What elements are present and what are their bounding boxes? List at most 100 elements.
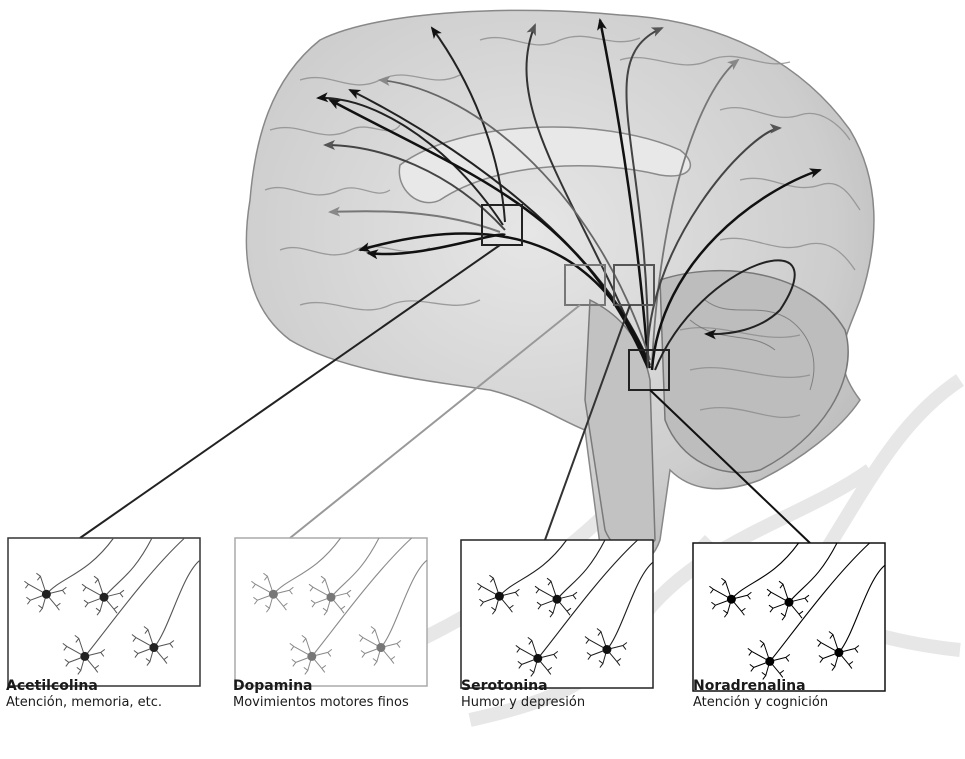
neuron-cell-body [41,589,51,599]
neurotransmitter-function: Movimientos motores finos [233,695,409,710]
axon-fiber [606,561,654,650]
dendrite [46,593,61,611]
dendrite [536,598,558,610]
dendrite [479,595,500,607]
dendrite [537,651,559,659]
dendrite [721,577,732,600]
dendrite [310,596,332,608]
neuron-cell-body [494,591,504,601]
brain-illustration [245,9,875,566]
axon-fiber [380,559,428,648]
dendrite [768,601,790,613]
dendrite [761,661,771,680]
dendrite [769,654,791,662]
panel-dopamine [234,537,428,687]
dendrite [301,635,313,657]
dendrite [74,635,86,657]
nucleus-box-locus-coeruleus [628,349,670,391]
dendrite [606,642,628,651]
dendrite [103,596,119,614]
dendrite [816,639,840,653]
dendrite [133,647,155,658]
dendrite [380,647,396,664]
neuron-cell-body [268,589,278,599]
dendrite [548,599,558,618]
axon-fiber [537,539,639,659]
neuron-cell-body [726,594,736,604]
neurotransmitter-function: Atención y cognición [693,695,829,710]
dendrite [769,661,785,678]
dendrite [311,649,333,657]
axon-fiber [556,539,606,600]
dendrite [360,647,382,658]
dendrite [273,593,288,611]
axon-fiber [788,542,838,603]
dendrite [26,593,47,605]
dendrite [330,589,352,598]
neurotransmitter-name: Acetilcolina [6,678,98,694]
dendrite [529,658,539,677]
caption-acetylcholine: Acetilcolina Atención, memoria, etc. [6,678,216,711]
dendrite [596,628,608,650]
dendrite [308,583,332,598]
caption-noradrenaline: Noradrenalina Atención y cognición [693,678,903,711]
neuron-cell-body [326,592,336,602]
neuron-cell-body [765,656,775,666]
neurotransmitter-name: Noradrenalina [693,678,806,694]
dendrite [330,596,346,614]
dendrite [291,655,312,667]
axon-fiber [330,537,380,598]
dendrite [358,634,382,648]
dendrite [477,582,500,597]
dendrite [64,655,85,667]
neuron-cell-body [99,592,109,602]
dendrite [499,588,520,597]
dendrite [759,640,771,662]
dendrite [95,597,105,616]
nucleus-box-substantia-nigra [564,264,606,306]
axon-fiber [769,542,871,662]
dendrite [84,656,100,673]
dendrite [499,595,514,613]
neuron-cell-body [602,645,612,655]
acetylcholine-projections [316,26,506,260]
dendrite [606,649,622,666]
dendrite [527,637,539,659]
dendrite [263,572,274,595]
dendrite [731,591,752,600]
neuron-cell-body [552,594,562,604]
dendrite [131,634,155,648]
dendrite [731,598,746,616]
axon-fiber [103,537,153,598]
dendrite [537,658,553,675]
panel-connectors [79,244,811,544]
dendrite [251,580,274,595]
dendrite [828,631,840,653]
axon-fiber [838,564,886,653]
dendrite [62,643,86,657]
dendrite [143,626,155,648]
dendrite [81,583,105,598]
axon-fiber [153,559,201,648]
dendrite [153,640,175,649]
axon-fiber [84,537,186,657]
dendrite [273,586,294,595]
dendrite [93,575,105,598]
axon-fiber [498,539,568,597]
dendrite [103,589,125,598]
dendrite [788,594,810,603]
dendrite [534,585,558,600]
caption-dopamine: Dopamina Movimientos motores finos [233,678,418,711]
dendrite [515,645,539,659]
dendrite [546,577,558,600]
dendrite [322,597,332,616]
dendrite [491,596,500,615]
dendrite [838,645,860,654]
dendrite [24,580,47,595]
dendrite [517,657,538,669]
axon-fiber [45,537,115,595]
neuron-cell-body [307,651,317,661]
neuron-cell-body [149,643,159,653]
neuron-cell-body [376,643,386,653]
dendrite [83,596,105,608]
